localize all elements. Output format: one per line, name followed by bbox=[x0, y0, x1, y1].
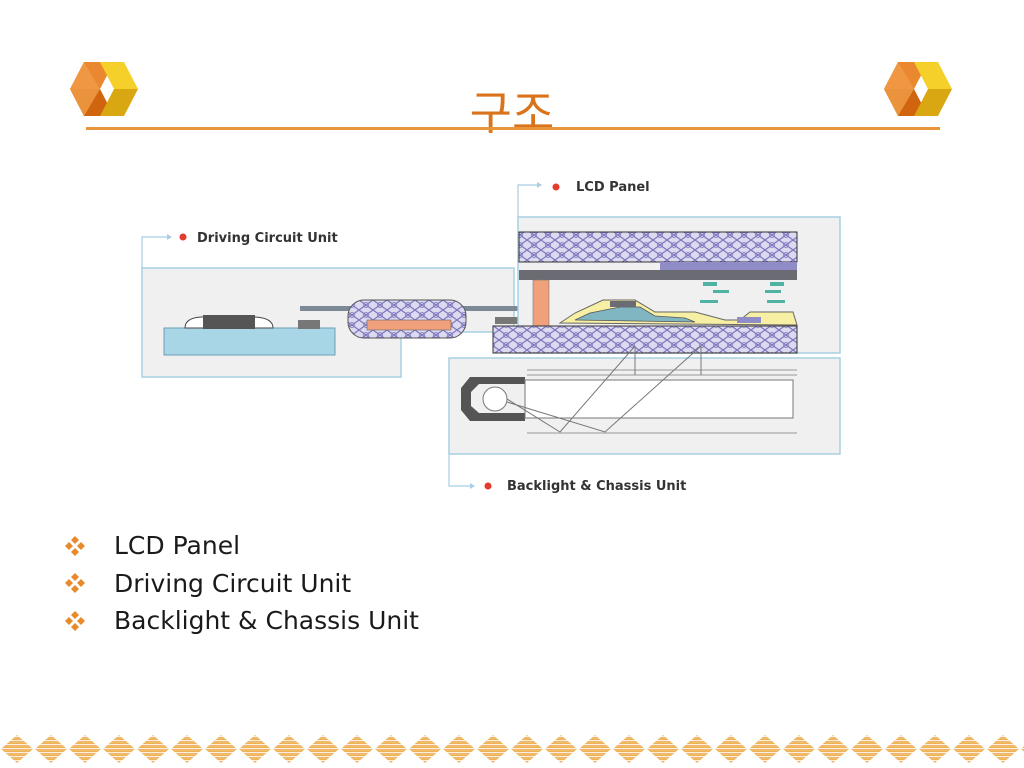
bullet-text: Backlight & Chassis Unit bbox=[114, 606, 419, 636]
lcd-panel-label: LCD Panel bbox=[576, 180, 650, 195]
bullet-text: LCD Panel bbox=[114, 531, 241, 561]
backlight-chassis-unit bbox=[448, 345, 841, 455]
diamond-bullet-icon bbox=[65, 573, 85, 594]
backlight-chassis-label: Backlight & Chassis Unit bbox=[507, 479, 686, 494]
spacer-beads bbox=[700, 282, 785, 303]
bullet-list: LCD Panel Driving Circuit Unit Backlight… bbox=[62, 527, 419, 640]
lcd-structure-diagram: Driving Circuit Unit LCD Panel Backlight… bbox=[141, 180, 841, 494]
footer-diamond-border bbox=[0, 734, 1024, 764]
diagram-leaders bbox=[141, 182, 560, 490]
slide-title: 구조 bbox=[469, 85, 555, 140]
diamond-bullet-icon bbox=[65, 610, 85, 631]
list-item: Driving Circuit Unit bbox=[62, 565, 419, 603]
driving-circuit-label: Driving Circuit Unit bbox=[197, 231, 338, 246]
title-divider bbox=[86, 127, 940, 130]
diamond-bullet-icon bbox=[65, 535, 85, 556]
list-item: Backlight & Chassis Unit bbox=[62, 602, 419, 640]
list-item: LCD Panel bbox=[62, 527, 419, 565]
bullet-text: Driving Circuit Unit bbox=[114, 568, 352, 598]
driving-circuit-unit bbox=[141, 267, 522, 378]
decorative-diamond-icon bbox=[884, 62, 952, 116]
decorative-diamond-icon bbox=[70, 62, 138, 116]
lcd-panel-unit bbox=[492, 216, 841, 354]
